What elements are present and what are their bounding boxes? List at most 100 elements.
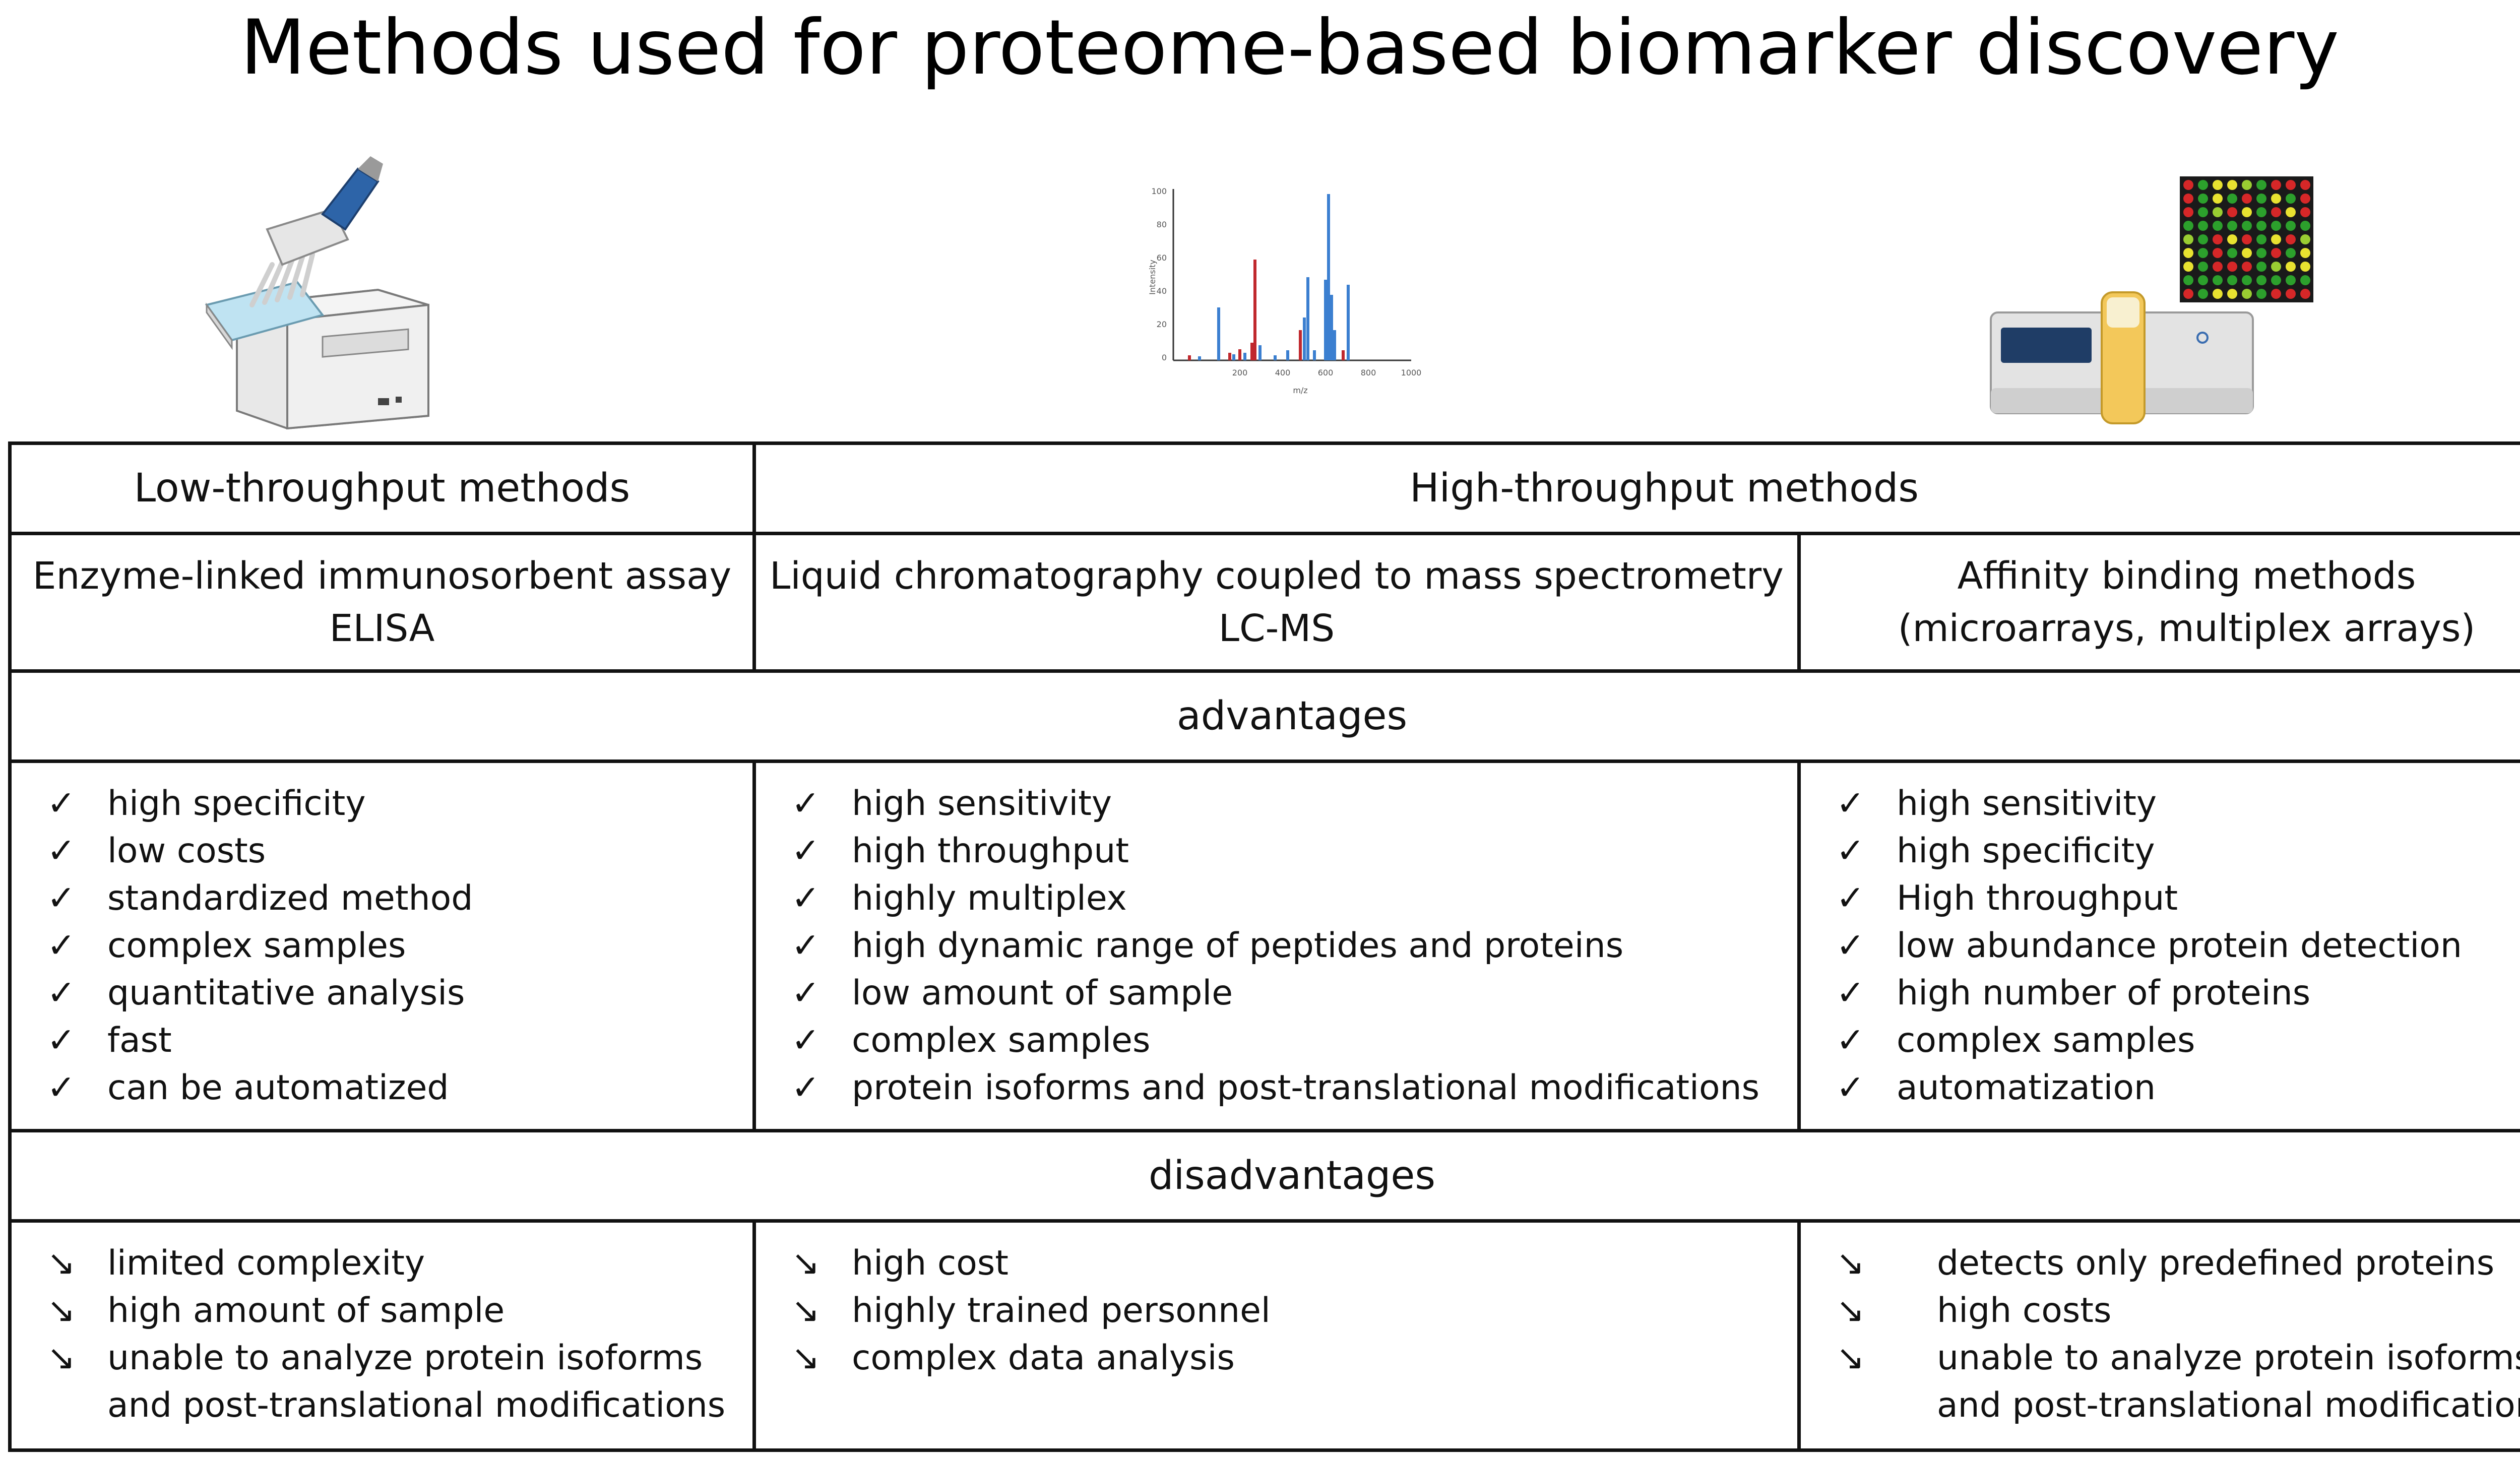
- array-spot: [2227, 234, 2237, 244]
- array-spot: [2286, 194, 2296, 204]
- array-spot: [2256, 221, 2266, 231]
- advantage-item: ✓ high number of proteins: [1836, 970, 2520, 1017]
- spectrum-ytick: 0: [1162, 353, 1167, 362]
- array-spot: [2256, 275, 2266, 285]
- array-spot: [2183, 207, 2193, 217]
- disadvantage-item: ↘high cost: [791, 1240, 1797, 1287]
- check-icon: ✓: [47, 973, 76, 1013]
- item-text: low amount of sample: [852, 973, 1233, 1013]
- array-spot: [2198, 275, 2208, 285]
- advantage-item: ✓standardized method: [47, 875, 752, 922]
- array-spot: [2286, 262, 2296, 272]
- array-spot: [2227, 275, 2237, 285]
- disadvantage-item: ↘ unable to analyze protein isoforms and …: [47, 1335, 752, 1429]
- item-text: complex data analysis: [852, 1338, 1235, 1378]
- check-icon: ✓: [791, 831, 820, 871]
- array-spot: [2198, 248, 2208, 258]
- disadvantages-cell: ↘high cost↘highly trained personnel↘comp…: [752, 1219, 1801, 1452]
- plate-reader-pipette-icon: [205, 156, 429, 430]
- item-text: high dynamic range of peptides and prote…: [852, 926, 1624, 966]
- check-icon: ✓: [791, 784, 820, 823]
- method-name: Affinity binding methods: [1957, 554, 2416, 598]
- item-text: protein isoforms and post-translational …: [852, 1068, 1760, 1108]
- array-spot: [2256, 180, 2266, 190]
- array-spot: [2256, 194, 2266, 204]
- item-text: high specificity: [107, 784, 366, 823]
- disadvantage-item: ↘detects only predefined proteins: [1836, 1240, 2520, 1287]
- advantage-item: ✓automatization: [1836, 1064, 2520, 1112]
- item-text: high amount of sample: [107, 1291, 505, 1331]
- down-arrow-icon: ↘: [47, 1243, 76, 1283]
- spectrum-ytick: 100: [1151, 186, 1167, 196]
- down-arrow-icon: ↘: [1836, 1338, 1865, 1378]
- down-arrow-icon: ↘: [47, 1291, 76, 1331]
- method-cell-affinity: Affinity binding methods (microarrays, m…: [1797, 532, 2520, 673]
- array-spot: [2227, 207, 2237, 217]
- array-spot: [2183, 289, 2193, 299]
- array-spot: [2286, 289, 2296, 299]
- array-spot: [2256, 234, 2266, 244]
- spectrum-xlabel: m/z: [1293, 386, 1307, 395]
- advantage-item: ✓high specificity: [47, 780, 752, 828]
- item-text: high sensitivity: [1897, 784, 2157, 823]
- array-spot: [2242, 262, 2252, 272]
- check-icon: ✓: [47, 1068, 76, 1108]
- check-icon: ✓: [1836, 1021, 1865, 1060]
- check-icon: ✓: [1836, 973, 1865, 1013]
- item-text: quantitative analysis: [107, 973, 465, 1013]
- method-abbr: LC-MS: [1218, 607, 1335, 650]
- array-spot: [2256, 207, 2266, 217]
- array-spot: [2227, 194, 2237, 204]
- item-text: automatization: [1897, 1068, 2156, 1108]
- array-spot: [2286, 221, 2296, 231]
- array-spot: [2198, 221, 2208, 231]
- item-text: high number of proteins: [1897, 973, 2311, 1013]
- item-text: detects only predefined proteins: [1937, 1243, 2495, 1283]
- array-spot: [2300, 275, 2310, 285]
- high-throughput-header: High-throughput methods: [752, 441, 2520, 535]
- item-text: complex samples: [1897, 1021, 2195, 1060]
- array-spot: [2300, 248, 2310, 258]
- advantage-item: ✓low amount of sample: [791, 970, 1797, 1017]
- array-spot: [2271, 248, 2281, 258]
- advantages-cell: ✓high specificity✓low costs✓standardized…: [8, 759, 756, 1132]
- item-text: high sensitivity: [852, 784, 1112, 823]
- array-spot: [2183, 234, 2193, 244]
- methods-table: Low-throughput methods High-throughput m…: [8, 441, 2520, 1452]
- down-arrow-icon: ↘: [791, 1291, 820, 1331]
- advantage-item: ✓low abundance protein detection: [1836, 922, 2520, 970]
- array-spot: [2256, 262, 2266, 272]
- spectrum-xtick: 800: [1361, 368, 1376, 377]
- method-abbr: (microarrays, multiplex arrays): [1898, 607, 2476, 650]
- item-text: high costs: [1937, 1291, 2112, 1331]
- advantages-header: advantages: [8, 669, 2520, 763]
- array-spot: [2213, 275, 2223, 285]
- array-spot: [2183, 194, 2193, 204]
- down-arrow-icon: ↘: [47, 1338, 76, 1378]
- method-cell-elisa: Enzyme-linked immunosorbent assay ELISA: [8, 532, 756, 673]
- check-icon: ✓: [47, 878, 76, 918]
- spectrum-xtick: 200: [1232, 368, 1248, 377]
- array-spot: [2198, 194, 2208, 204]
- array-spot: [2213, 234, 2223, 244]
- item-text: High throughput: [1897, 878, 2178, 918]
- advantage-item: ✓highly multiplex: [791, 875, 1797, 922]
- advantage-item: ✓protein isoforms and post-translational…: [791, 1064, 1797, 1112]
- down-arrow-icon: ↘: [791, 1243, 820, 1283]
- disadvantages-cell: ↘limited complexity↘high amount of sampl…: [8, 1219, 756, 1452]
- check-icon: ✓: [791, 926, 820, 966]
- disadvantage-item: ↘high costs: [1836, 1287, 2520, 1335]
- array-spot: [2227, 180, 2237, 190]
- item-text: fast: [107, 1021, 172, 1060]
- array-spot: [2271, 289, 2281, 299]
- array-spot: [2271, 180, 2281, 190]
- array-spot: [2213, 207, 2223, 217]
- disadvantage-item: ↘unable to analyze protein isoforms and …: [1836, 1335, 2520, 1429]
- array-spot: [2198, 234, 2208, 244]
- item-text: complex samples: [852, 1021, 1151, 1060]
- method-name: Liquid chromatography coupled to mass sp…: [770, 554, 1784, 598]
- item-text: highly multiplex: [852, 878, 1127, 918]
- item-text: unable to analyze protein isoforms and p…: [107, 1338, 726, 1425]
- down-arrow-icon: ↘: [791, 1338, 820, 1378]
- disadvantages-header: disadvantages: [8, 1129, 2520, 1223]
